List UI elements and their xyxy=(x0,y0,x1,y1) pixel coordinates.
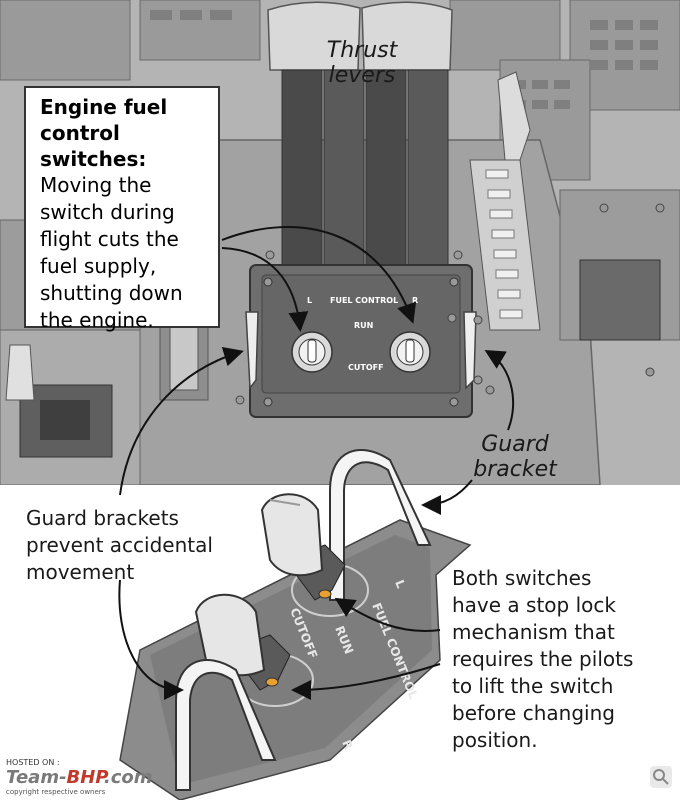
guard-prevent-line1: Guard brackets xyxy=(26,506,179,530)
watermark-brand-prefix: Team- xyxy=(6,767,67,788)
watermark-brand-main: BHP xyxy=(66,767,104,788)
engine-fuel-body-line5: shutting down xyxy=(40,281,183,305)
stop-lock-line2: have a stop lock xyxy=(452,593,616,617)
panel-lower-face xyxy=(150,535,432,785)
guard-bracket-line1: Guard xyxy=(481,432,549,457)
guard-brackets-prevent-label: Guard brackets prevent accidental moveme… xyxy=(26,505,213,586)
guard-bracket-line2: bracket xyxy=(473,457,557,482)
guard-prevent-line3: movement xyxy=(26,560,135,584)
engine-fuel-body-line2: switch during xyxy=(40,200,175,224)
guard-bracket-right-upper xyxy=(463,311,477,390)
thrust-levers-label: Thrust levers xyxy=(318,38,406,88)
fuel-control-panel-upper xyxy=(249,264,473,418)
engine-fuel-body-line4: fuel supply, xyxy=(40,254,157,278)
stop-lock-line3: mechanism that xyxy=(452,620,615,644)
engine-fuel-body-line1: Moving the xyxy=(40,173,152,197)
speed-brake-lever xyxy=(497,71,531,161)
watermark-copyright: copyright respective owners xyxy=(6,788,106,796)
stop-lock-line1: Both switches xyxy=(452,566,592,590)
thrust-levers xyxy=(267,1,453,271)
left-switch-inner xyxy=(40,400,90,440)
overhead-instruments xyxy=(0,0,680,181)
engine-fuel-body-line6: the engine. xyxy=(40,308,154,332)
stop-lock-l xyxy=(265,677,279,687)
stop-lock-label: Both switches have a stop lock mechanism… xyxy=(452,565,633,754)
guard-bracket-left-upper xyxy=(245,311,259,391)
engine-fuel-head-line1: Engine fuel xyxy=(40,95,168,119)
guard-bracket-front xyxy=(175,659,277,791)
thrust-levers-line2: levers xyxy=(328,63,396,88)
upper-label-r: R xyxy=(412,296,418,305)
thrust-levers-line1: Thrust xyxy=(326,38,398,63)
detent-marks xyxy=(485,169,523,319)
magnify-icon[interactable] xyxy=(650,766,672,788)
engine-fuel-callout: Engine fuel control switches: Moving the… xyxy=(24,86,220,332)
lower-knob-r xyxy=(260,493,324,577)
left-lever xyxy=(5,344,35,401)
watermark-brand-suffix: .com xyxy=(103,767,153,788)
pedestal-screws xyxy=(235,203,665,405)
upper-label-run: RUN xyxy=(354,321,373,330)
guard-bracket-label: Guard bracket xyxy=(470,432,560,482)
watermark-brand: Team-BHP.com xyxy=(6,768,153,788)
speed-brake-track xyxy=(469,159,541,331)
guard-prevent-line2: prevent accidental xyxy=(26,533,213,557)
callout-arrows xyxy=(118,226,515,700)
watermark: HOSTED ON : Team-BHP.com copyright respe… xyxy=(6,758,153,797)
guard-bracket-back xyxy=(329,449,432,601)
watermark-hosted-on: HOSTED ON : xyxy=(6,758,60,767)
stop-lock-line6: before changing xyxy=(452,701,615,725)
stop-lock-line4: requires the pilots xyxy=(452,647,634,671)
upper-label-cutoff: CUTOFF xyxy=(348,363,384,372)
stop-lock-r xyxy=(318,589,332,599)
stop-lock-line7: position. xyxy=(452,728,538,752)
right-control-block xyxy=(579,259,661,341)
stop-lock-line5: to lift the switch xyxy=(452,674,614,698)
upper-label-l: L xyxy=(307,296,312,305)
upper-label-fuel-control: FUEL CONTROL xyxy=(330,296,398,305)
engine-fuel-body-line3: flight cuts the xyxy=(40,227,179,251)
engine-fuel-head-line2: control switches: xyxy=(40,121,147,171)
